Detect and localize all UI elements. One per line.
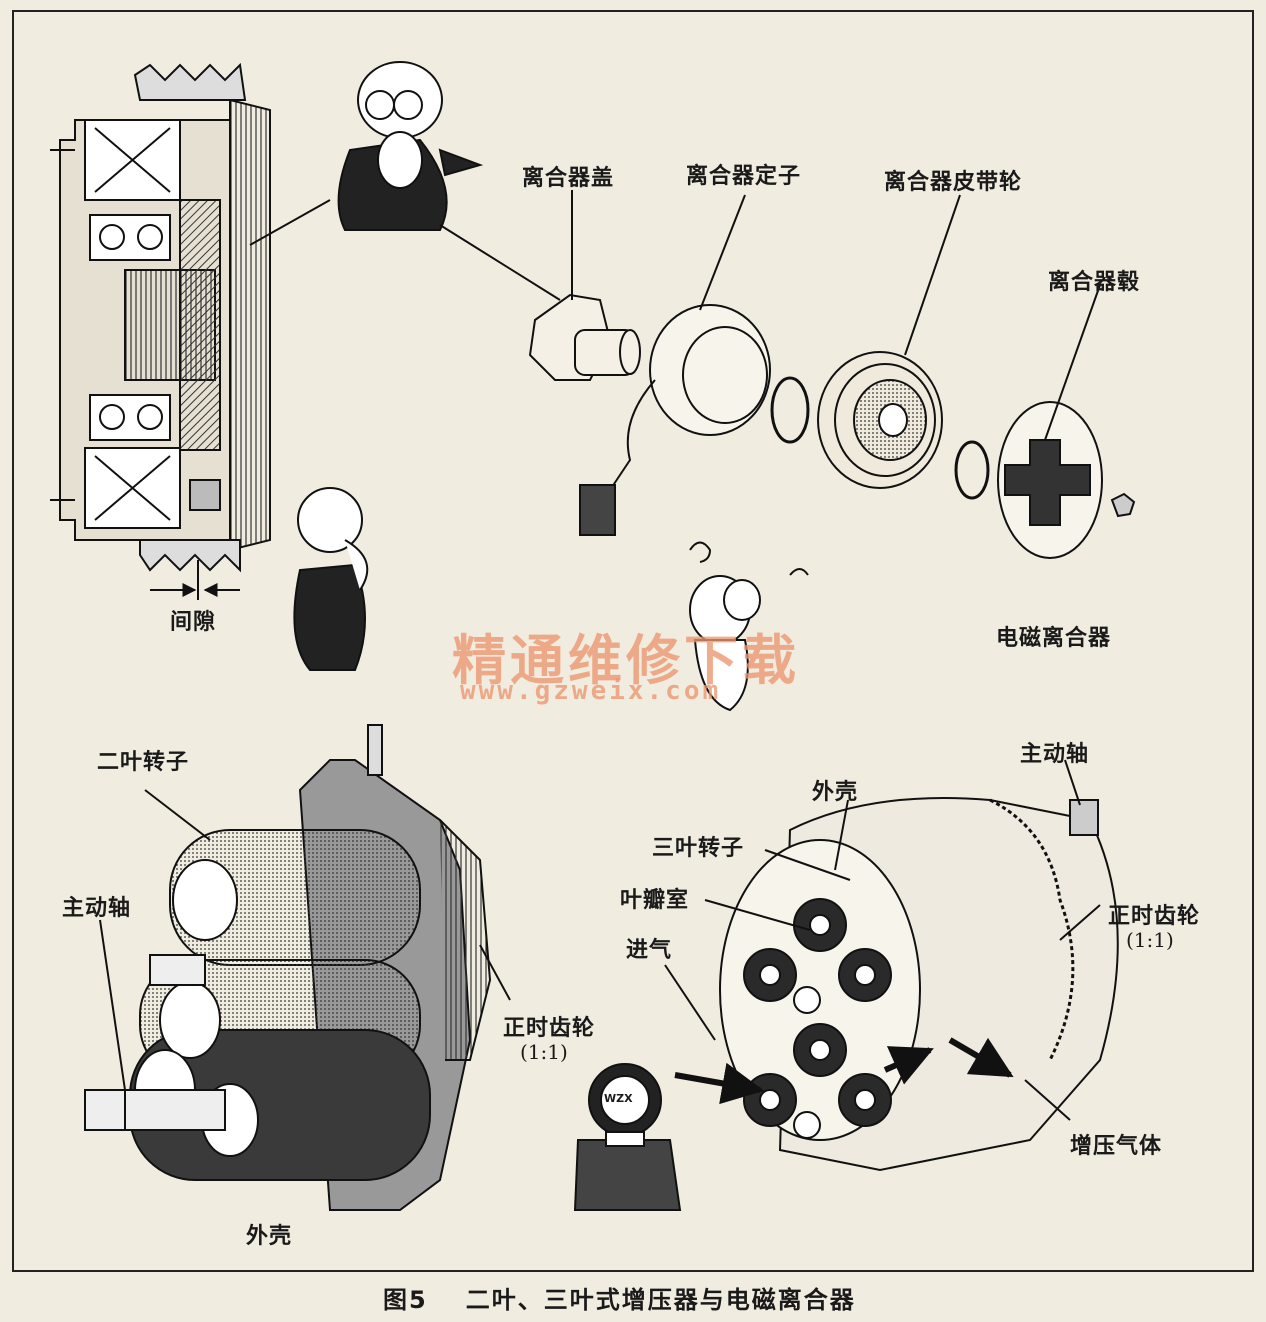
wzx-stamp-logo: [573, 1063, 682, 1211]
intake-label: 进气: [626, 938, 673, 963]
stamp-text: WZX: [604, 1092, 633, 1105]
timing-gear-label-right: 正时齿轮: [1108, 904, 1201, 929]
clutch-hub-part: [997, 284, 1136, 559]
clutch-pulley-label: 离合器皮带轮: [884, 170, 1023, 195]
three-lobe-rotor-label: 三叶转子: [652, 836, 745, 861]
figure-number: 图5: [383, 1286, 428, 1314]
housing-label-right: 外壳: [812, 780, 859, 805]
clutch-cover-part: [528, 190, 641, 381]
clutch-stator-label: 离合器定子: [686, 164, 802, 189]
timing-gear-label-left: 正时齿轮: [503, 1016, 596, 1041]
figure-caption: 图5 二叶、三叶式增压器与电磁离合器: [383, 1280, 856, 1315]
clutch-stator-part: [579, 194, 771, 536]
three-lobe-supercharger: [664, 759, 1119, 1172]
figure-title: 二叶、三叶式增压器与电磁离合器: [465, 1286, 856, 1314]
snap-rings: [770, 376, 990, 500]
gap-label: 间隙: [170, 610, 217, 635]
figure-frame: [12, 10, 1254, 1272]
cartoon-mascot-thinking: [293, 487, 369, 671]
cartoon-mascot-pointing: [249, 61, 561, 301]
two-lobe-rotor-label: 二叶转子: [97, 750, 190, 775]
boost-gas-label: 增压气体: [1070, 1134, 1163, 1159]
timing-ratio-left: (1:1): [520, 1040, 568, 1064]
clutch-cover-label: 离合器盖: [522, 166, 615, 191]
clutch-pulley-part: [817, 194, 961, 489]
em-clutch-label: 电磁离合器: [996, 626, 1112, 651]
drive-shaft-label-right: 主动轴: [1020, 742, 1090, 767]
watermark-url: www.gzweix.com: [460, 676, 722, 706]
watermark-cn: 精通维修下载: [452, 629, 800, 692]
housing-label-left: 外壳: [246, 1224, 293, 1249]
clutch-hub-label: 离合器毂: [1048, 270, 1141, 295]
lobe-chamber-label: 叶瓣室: [620, 888, 690, 913]
drive-shaft-label-left: 主动轴: [62, 896, 132, 921]
clutch-cross-section: [50, 62, 271, 600]
timing-ratio-right: (1:1): [1126, 928, 1174, 952]
two-lobe-supercharger: [84, 724, 511, 1211]
cartoon-mascot-bee: [689, 541, 809, 712]
